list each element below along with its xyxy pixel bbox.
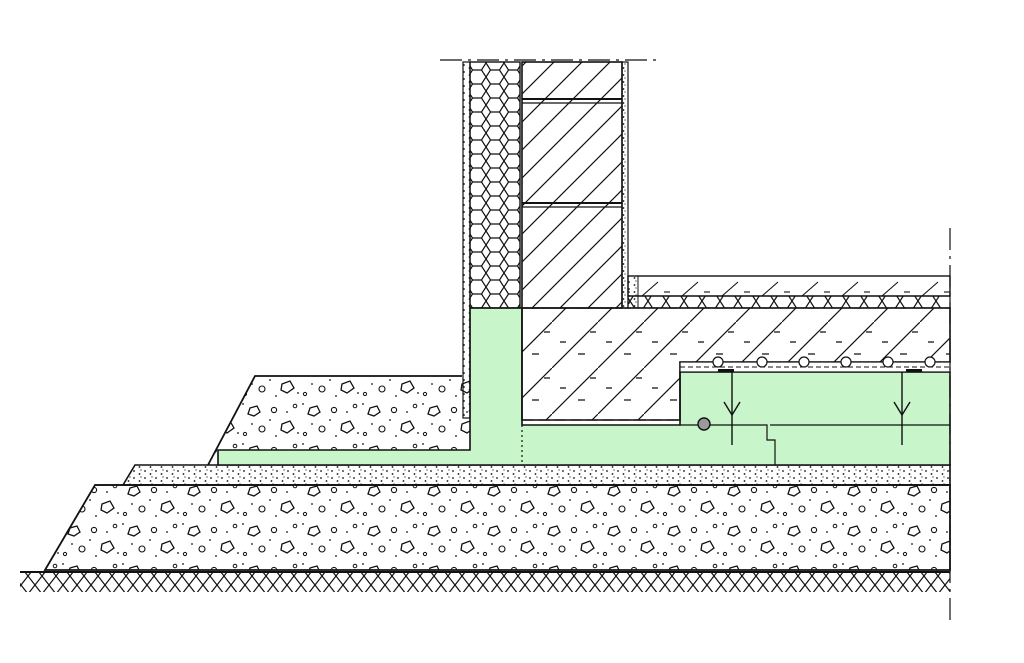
- arrow-down-icon: [723, 372, 911, 445]
- underfloor-heating: [679, 356, 951, 373]
- gravel-bed-layer: [43, 484, 951, 571]
- backfill-layer: [207, 375, 470, 466]
- heating-pipe-icon: [840, 356, 852, 368]
- heating-pipe-icon: [756, 356, 768, 368]
- floor-screed: [627, 275, 951, 309]
- heating-pipe-icon: [924, 356, 936, 368]
- pipe-clip: [906, 369, 922, 372]
- subsoil-layer: [20, 571, 950, 592]
- masonry-wall: [521, 61, 623, 309]
- sand-layer: [95, 464, 951, 486]
- heating-pipe-icon: [712, 356, 724, 368]
- heating-pipe-icon: [882, 356, 894, 368]
- heating-pipe-icon: [798, 356, 810, 368]
- pipe-clip: [718, 369, 734, 372]
- drain-pipe-icon: [697, 417, 711, 431]
- wall-insulation: [469, 61, 521, 309]
